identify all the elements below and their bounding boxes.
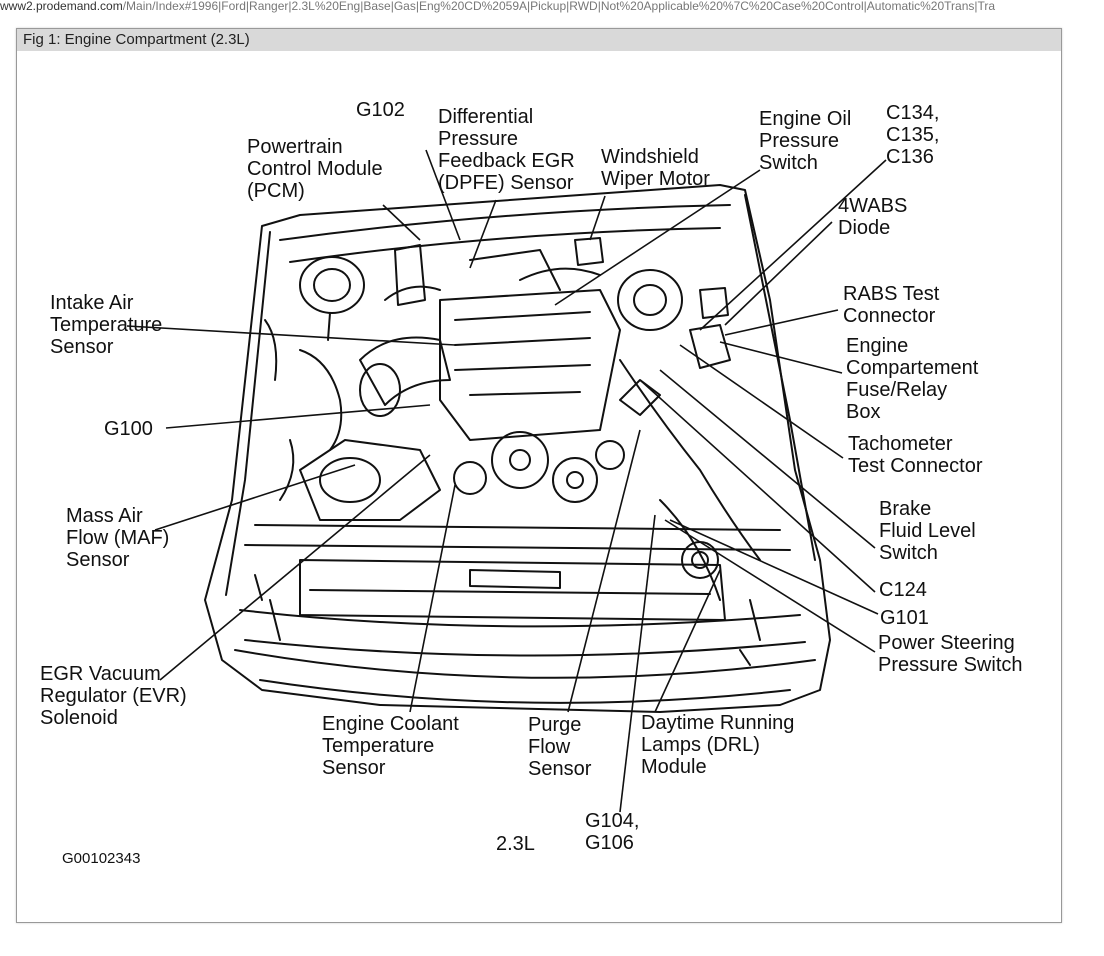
label-c134-c135-c136: C134, C135, C136 bbox=[886, 102, 940, 168]
label-g102: G102 bbox=[356, 99, 405, 121]
label-rabs-test-connector: RABS Test Connector bbox=[843, 283, 940, 327]
figure-panel: Fig 1: Engine Compartment (2.3L) bbox=[16, 28, 1062, 923]
label-engine-coolant-temperature-sensor: Engine Coolant Temperature Sensor bbox=[322, 713, 459, 779]
label-purge-flow-sensor: Purge Flow Sensor bbox=[528, 714, 592, 780]
label-brake-fluid-level-switch: Brake Fluid Level Switch bbox=[879, 498, 976, 564]
label-drl-module: Daytime Running Lamps (DRL) Module bbox=[641, 712, 795, 778]
url-bar[interactable]: www2.prodemand.com/Main/Index#1996|Ford|… bbox=[0, 0, 1104, 14]
label-power-steering-pressure-switch: Power Steering Pressure Switch bbox=[878, 632, 1023, 676]
url-path: /Main/Index#1996|Ford|Ranger|2.3L%20Eng|… bbox=[122, 0, 996, 13]
label-g101: G101 bbox=[880, 607, 929, 629]
label-g100: G100 bbox=[104, 418, 153, 440]
label-tachometer-test-connector: Tachometer Test Connector bbox=[848, 433, 983, 477]
label-windshield-wiper-motor: Windshield Wiper Motor bbox=[601, 146, 710, 190]
label-fuse-relay-box: Engine Compartement Fuse/Relay Box bbox=[846, 335, 979, 423]
label-dpfe-sensor: Differential Pressure Feedback EGR (DPFE… bbox=[438, 106, 575, 194]
label-pcm: Powertrain Control Module (PCM) bbox=[247, 136, 383, 202]
figure-code: G00102343 bbox=[62, 850, 141, 867]
label-engine-oil-pressure-switch: Engine Oil Pressure Switch bbox=[759, 108, 852, 174]
label-evr-solenoid: EGR Vacuum Regulator (EVR) Solenoid bbox=[40, 663, 187, 729]
label-maf-sensor: Mass Air Flow (MAF) Sensor bbox=[66, 505, 170, 571]
url-host: www2.prodemand.com bbox=[0, 0, 123, 13]
label-g104-g106: G104, G106 bbox=[585, 810, 640, 854]
figure-caption: 2.3L bbox=[496, 833, 535, 855]
figure-title: Fig 1: Engine Compartment (2.3L) bbox=[17, 29, 1061, 51]
label-intake-air-temperature-sensor: Intake Air Temperature Sensor bbox=[50, 292, 163, 358]
label-4wabs-diode: 4WABS Diode bbox=[838, 195, 908, 239]
label-c124: C124 bbox=[879, 579, 927, 601]
